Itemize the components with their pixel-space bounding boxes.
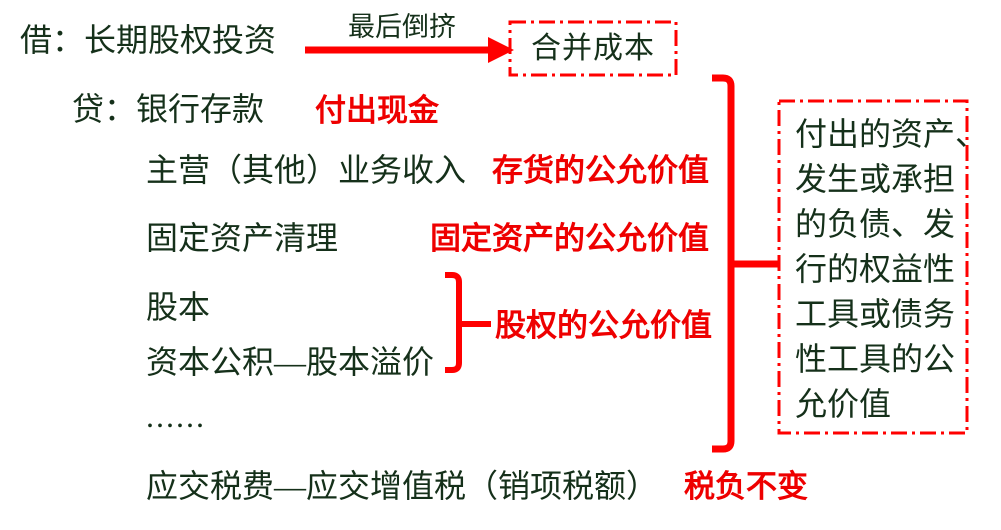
big-brace xyxy=(712,74,735,453)
small-brace xyxy=(445,272,462,373)
fair-value-box-border xyxy=(777,99,969,435)
arrow-label: 最后倒挤 xyxy=(348,12,456,42)
ellipsis-label: ...... xyxy=(146,398,206,434)
merge-cost-box-label: 合并成本 xyxy=(531,32,655,65)
fair-value-box-line: 的负债、发 xyxy=(795,206,956,242)
fair-value-box-line: 行的权益性 xyxy=(795,251,956,287)
fair-value-box-line: 工具或债务 xyxy=(795,296,956,332)
fair-value-box-line: 性工具的公 xyxy=(795,341,956,377)
arrow-head-icon xyxy=(488,37,514,63)
share-capital-label: 股本 xyxy=(146,289,211,325)
fair-value-box-line: 发生或承担 xyxy=(795,161,956,197)
fair-value-box-text: 付出的资产、 发生或承担 的负债、发 行的权益性 工具或债务 性工具的公 允价值 xyxy=(795,112,987,427)
debit-entry-label: 借：长期股权投资 xyxy=(20,22,277,58)
merge-cost-box-border xyxy=(508,20,678,77)
fair-value-box-line: 允价值 xyxy=(795,386,892,422)
tax-payable-label: 应交税费—应交增值税（销项税额） xyxy=(146,468,659,504)
fair-value-box-line: 付出的资产、 xyxy=(795,116,988,152)
revenue-label: 主营（其他）业务收入 xyxy=(146,152,467,188)
credit-bank-label: 贷：银行存款 xyxy=(72,91,265,127)
tax-unchanged-annotation: 税负不变 xyxy=(684,469,808,504)
equity-fair-value-annotation: 股权的公允价值 xyxy=(495,308,712,343)
capital-reserve-label: 资本公积—股本溢价 xyxy=(146,344,435,380)
fixed-asset-fair-value-annotation: 固定资产的公允价值 xyxy=(430,221,709,256)
inventory-fair-value-annotation: 存货的公允价值 xyxy=(492,153,709,188)
cash-paid-annotation: 付出现金 xyxy=(315,93,439,128)
fixed-asset-clearing-label: 固定资产清理 xyxy=(146,220,339,256)
